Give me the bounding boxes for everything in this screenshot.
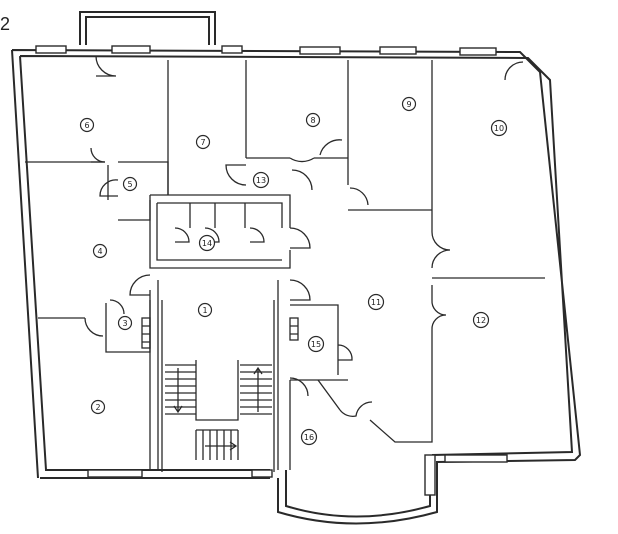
- staircase: [165, 364, 272, 460]
- bay-window: [277, 470, 438, 525]
- room-label-13: 13: [252, 171, 270, 189]
- svg-text:6: 6: [84, 121, 89, 130]
- room-label-6: 6: [79, 117, 95, 133]
- svg-text:10: 10: [494, 124, 504, 133]
- svg-text:15: 15: [311, 340, 321, 349]
- room-label-15: 15: [307, 335, 325, 353]
- room-label-8: 8: [305, 112, 321, 128]
- svg-text:12: 12: [476, 316, 486, 325]
- svg-text:8: 8: [310, 116, 315, 125]
- room-label-5: 5: [122, 176, 138, 192]
- room-label-16: 16: [300, 428, 318, 446]
- svg-text:4: 4: [97, 247, 102, 256]
- svg-text:11: 11: [371, 298, 381, 307]
- door-swings: [84, 55, 524, 417]
- outer-wall: [11, 49, 582, 508]
- svg-text:7: 7: [200, 138, 205, 147]
- room-label-7: 7: [195, 134, 211, 150]
- svg-text:3: 3: [122, 319, 127, 328]
- top-balcony: [79, 11, 216, 45]
- svg-text:9: 9: [406, 100, 411, 109]
- room-label-4: 4: [92, 243, 108, 259]
- svg-text:14: 14: [202, 239, 212, 248]
- svg-text:2: 2: [95, 403, 100, 412]
- room-label-1: 1: [197, 302, 213, 318]
- room-label-11: 11: [367, 293, 385, 311]
- room-labels: 1 2 3 4 5 6 7 8 9 10 11 12 13 14 15 16: [79, 96, 508, 446]
- fixtures: [141, 317, 299, 349]
- room-label-3: 3: [117, 315, 133, 331]
- svg-text:16: 16: [304, 433, 314, 442]
- windows: [35, 45, 508, 496]
- svg-text:5: 5: [127, 180, 132, 189]
- room-label-2: 2: [90, 399, 106, 415]
- svg-text:13: 13: [256, 176, 266, 185]
- sheet-number: 2: [0, 14, 10, 34]
- room-label-9: 9: [401, 96, 417, 112]
- room-label-10: 10: [490, 119, 508, 137]
- room-label-14: 14: [198, 234, 216, 252]
- room-label-12: 12: [472, 311, 490, 329]
- svg-text:1: 1: [202, 306, 207, 315]
